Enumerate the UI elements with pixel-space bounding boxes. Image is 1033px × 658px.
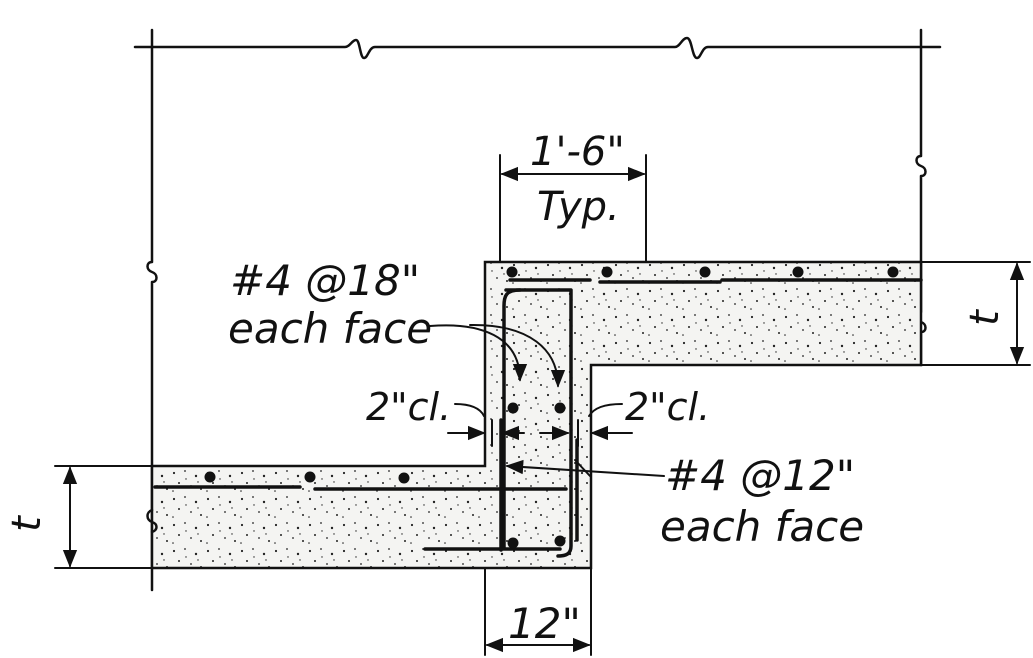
riser-bar-dots bbox=[507, 402, 566, 549]
left-thickness-label: t bbox=[4, 515, 50, 532]
clear-cover-left-label: 2"cl. bbox=[366, 385, 451, 429]
step-width-note: Typ. bbox=[537, 184, 620, 230]
left-wall-line bbox=[146, 28, 158, 592]
lower-slab-bar bbox=[153, 485, 568, 491]
upper-slab-bar-dots bbox=[506, 266, 899, 278]
riser-thickness-label: 12" bbox=[508, 599, 581, 648]
right-wall-line bbox=[915, 28, 927, 367]
upper-bars-note: each face bbox=[228, 304, 432, 353]
upper-bars-leader-1 bbox=[429, 324, 528, 382]
right-thickness-label: t bbox=[962, 309, 1008, 326]
clear-cover-left-leader bbox=[454, 403, 485, 417]
lower-bars-leader-tick bbox=[574, 459, 591, 477]
clear-cover-right-leader bbox=[588, 403, 623, 417]
lower-bars-note: each face bbox=[660, 502, 864, 551]
clear-cover-right-label: 2"cl. bbox=[625, 385, 710, 429]
top-break-line bbox=[133, 36, 942, 60]
lower-slab-bar-dots bbox=[204, 471, 410, 484]
riser-bar-outer bbox=[504, 288, 573, 558]
step-width-label: 1'-6" bbox=[530, 129, 625, 175]
left-slab-break bbox=[146, 508, 158, 534]
lower-bars-label: #4 @12" bbox=[665, 451, 855, 500]
upper-bars-leader-2 bbox=[469, 323, 566, 388]
upper-slab-bar bbox=[508, 278, 923, 284]
upper-bars-label: #4 @18" bbox=[230, 256, 420, 305]
